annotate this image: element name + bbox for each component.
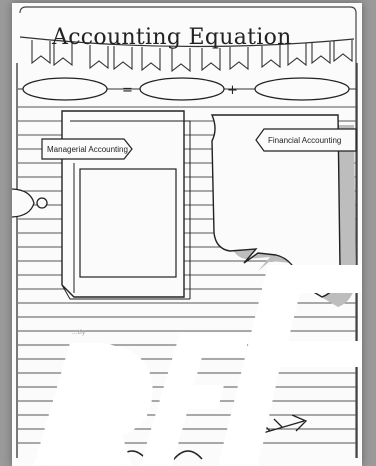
worksheet-page: = + <box>12 3 362 466</box>
equation-oval-3 <box>255 78 349 100</box>
equation-oval-2 <box>140 78 224 100</box>
binder-tab <box>12 189 34 217</box>
worksheet-artwork: = + <box>12 3 362 466</box>
book-label-text: Managerial Accounting <box>47 145 128 154</box>
equals-operator: = <box>122 83 133 98</box>
speech-label-text: Financial Accounting <box>268 136 341 145</box>
plus-operator: + <box>227 83 238 98</box>
faded-note: ...tly <box>72 329 86 336</box>
page-title: Accounting Equation <box>52 25 292 50</box>
equation-oval-1 <box>23 78 107 100</box>
